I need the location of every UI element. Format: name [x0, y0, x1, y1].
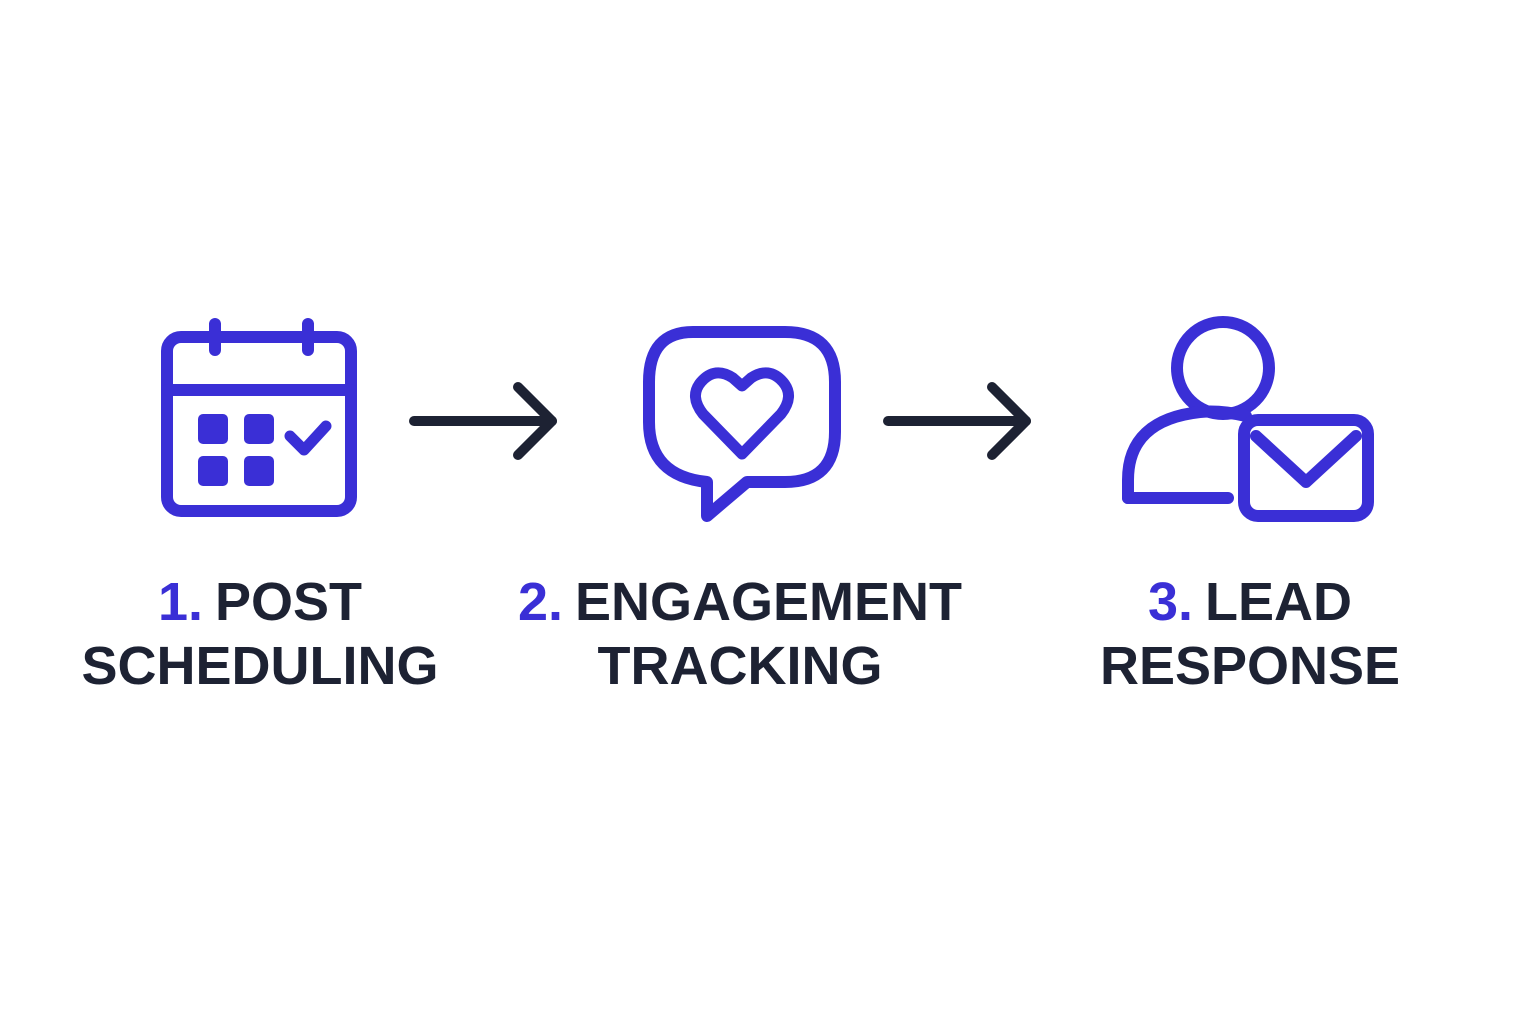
- step-label: 3.LEAD RESPONSE: [1040, 570, 1460, 698]
- arrow-right-icon: [883, 382, 1034, 463]
- chat-heart-icon: [490, 310, 990, 540]
- step-lead-response: 3.LEAD RESPONSE: [1040, 310, 1460, 698]
- step-title-line2: RESPONSE: [1099, 636, 1401, 696]
- step-label: 1.POST SCHEDULING: [60, 570, 460, 698]
- step-number: 2.: [517, 572, 563, 632]
- step-label: 2.ENGAGEMENT TRACKING: [490, 570, 990, 698]
- step-post-scheduling: 1.POST SCHEDULING: [60, 310, 460, 698]
- step-title-line2: TRACKING: [597, 636, 883, 696]
- step-number: 3.: [1147, 572, 1194, 632]
- user-mail-icon: [1040, 310, 1460, 540]
- step-engagement-tracking: 2.ENGAGEMENT TRACKING: [490, 310, 990, 698]
- step-title-line1: LEAD: [1205, 572, 1353, 632]
- calendar-check-icon: [60, 310, 460, 540]
- step-title-line2: SCHEDULING: [81, 636, 439, 696]
- step-title-line1: POST: [215, 572, 363, 632]
- step-title-line1: ENGAGEMENT: [575, 572, 963, 632]
- arrow-right-icon: [409, 382, 560, 463]
- step-number: 1.: [157, 572, 203, 632]
